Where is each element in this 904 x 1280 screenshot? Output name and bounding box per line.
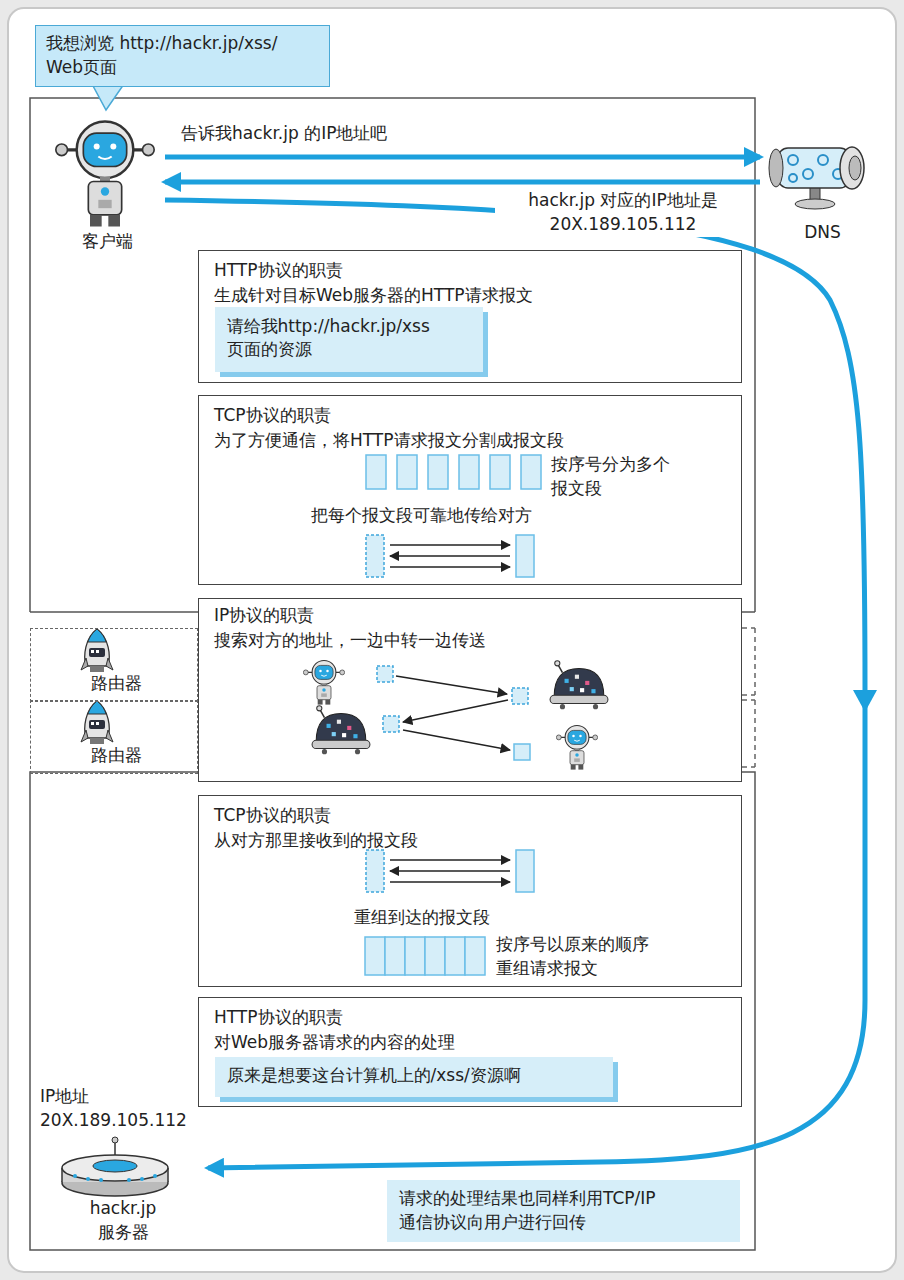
node-text: 对Web服务器请求的内容的处理: [214, 1031, 724, 1055]
node-text: IP地址 20X.189.105.112: [40, 1085, 190, 1133]
layer-heading: TCP协议的职责: [214, 804, 724, 828]
node-text: hackr.jp 服务器: [73, 1197, 173, 1245]
node-text: 重组到达的报文段: [354, 906, 554, 930]
node-text: 把每个报文段可靠地传给对方: [311, 504, 611, 528]
layer-box: IP协议的职责搜索对方的地址，一边中转一边传送: [198, 598, 742, 782]
edge-label: 告诉我hackr.jp 的IP地址吧: [178, 122, 524, 146]
node-text: 路由器: [71, 672, 161, 696]
node-text: 为了方便通信，将HTTP请求报文分割成报文段: [214, 429, 724, 453]
message-box: 原来是想要这台计算机上的/xss/资源啊: [215, 1057, 613, 1097]
layer-box: TCP协议的职责为了方便通信，将HTTP请求报文分割成报文段按序号分为多个 报文…: [198, 395, 742, 585]
layer-box: HTTP协议的职责生成针对目标Web服务器的HTTP请求报文请给我http://…: [198, 250, 742, 383]
client-outline: [30, 98, 755, 612]
server-icon: [62, 1137, 168, 1196]
page-frame: [8, 8, 896, 1272]
node-text: 路由器: [71, 744, 161, 768]
client-figure: 客户端: [50, 112, 165, 260]
bubble-tail: [92, 84, 124, 110]
flow-arrow: [165, 155, 760, 160]
node-text: 按序号以原来的顺序 重组请求报文: [496, 933, 701, 981]
layer-box: TCP协议的职责从对方那里接收到的报文段重组到达的报文段按序号以原来的顺序 重组…: [198, 795, 742, 987]
flow-arrowhead: [853, 690, 877, 712]
speech-bubble: 我想浏览 http://hackr.jp/xss/ Web页面: [35, 25, 330, 87]
node-text: 我想浏览 http://hackr.jp/xss/ Web页面: [46, 32, 318, 80]
layer-heading: IP协议的职责: [214, 604, 724, 628]
router-band: 路由器: [30, 628, 198, 702]
layer-box: HTTP协议的职责对Web服务器请求的内容的处理原来是想要这台计算机上的/xss…: [198, 997, 742, 1107]
node-text: 生成针对目标Web服务器的HTTP请求报文: [214, 284, 724, 308]
message-box: 请给我http://hackr.jp/xss 页面的资源: [215, 307, 483, 372]
note-box: 请求的处理结果也同样利用TCP/IP 通信协议向用户进行回传: [387, 1180, 740, 1242]
dns-figure: DNS: [760, 135, 885, 253]
segment-exchange: [366, 535, 534, 577]
server-outline: [30, 772, 755, 1250]
router-icon: [81, 629, 113, 672]
ip-relay: [303, 661, 608, 770]
layer-heading: HTTP协议的职责: [214, 259, 724, 283]
layer-heading: TCP协议的职责: [214, 404, 724, 428]
node-text: DNS: [760, 221, 885, 245]
node-text: 原来是想要这台计算机上的/xss/资源啊: [227, 1064, 607, 1088]
router-band: 路由器: [30, 700, 198, 774]
router-band-edge: [742, 628, 755, 767]
layer-heading: HTTP协议的职责: [214, 1006, 724, 1030]
node-text: 客户端: [50, 230, 165, 254]
client-robot: [56, 122, 154, 227]
router-icon: [81, 701, 113, 744]
dns-icon: [769, 147, 864, 209]
edge-label: hackr.jp 对应的IP地址是 20X.189.105.112: [495, 189, 751, 237]
flow-arrow: [165, 180, 760, 185]
server-figure: IP地址 20X.189.105.112 hackr.jp 服务器: [38, 1085, 208, 1251]
node-text: 请求的处理结果也同样利用TCP/IP 通信协议向用户进行回传: [399, 1187, 731, 1235]
segment-split: [366, 455, 541, 489]
segment-receive: [366, 850, 534, 892]
node-text: 从对方那里接收到的报文段: [214, 829, 724, 853]
node-text: 搜索对方的地址，一边中转一边传送: [214, 629, 724, 653]
segment-reassembled: [365, 937, 485, 975]
flow-arrow: [165, 200, 865, 1168]
node-text: 按序号分为多个 报文段: [551, 453, 701, 501]
node-text: 请给我http://hackr.jp/xss 页面的资源: [227, 315, 467, 363]
